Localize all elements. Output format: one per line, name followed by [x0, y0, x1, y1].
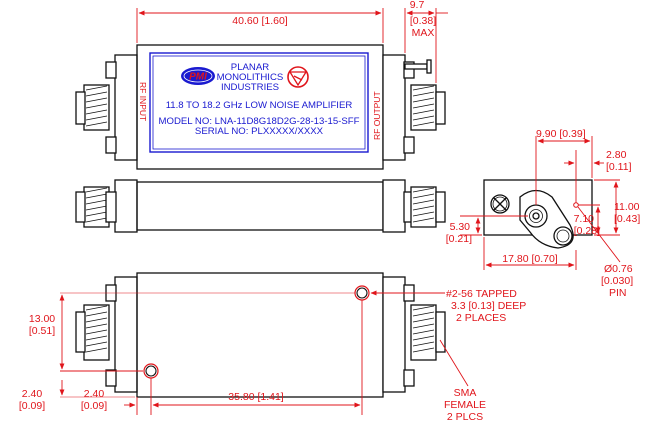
dim-end-width-connector: 9.90 [0.39] [536, 128, 586, 140]
hole-vertical-spacing-dimension: 13.00 [0.51] [29, 292, 355, 372]
svg-text:5.30: 5.30 [450, 221, 471, 233]
company-line-2: MONOLITHICS [217, 72, 284, 83]
esd-warning-icon [287, 66, 309, 88]
svg-text:2 PLACES: 2 PLACES [456, 312, 506, 324]
svg-text:[0.51]: [0.51] [29, 325, 55, 337]
serial-number: SERIAL NO: PLXXXXX/XXXX [195, 126, 324, 137]
svg-text:9.7: 9.7 [410, 0, 425, 11]
svg-text:[0.38]: [0.38] [410, 15, 436, 27]
dim-end-pin-offset-2: [0.11] [606, 161, 632, 173]
tapped-hole-note: #2-56 TAPPED 3.3 [0.13] DEEP 2 PLACES [370, 288, 526, 324]
dim-end-pin-offset-1: 2.80 [606, 149, 627, 161]
overall-length-dimension: 40.60 [1.60] [136, 8, 384, 43]
svg-text:[0.43]: [0.43] [614, 213, 640, 225]
svg-text:17.80 [0.70]: 17.80 [0.70] [502, 253, 558, 265]
end-view-screw [490, 194, 510, 214]
svg-text:#2-56 TAPPED: #2-56 TAPPED [446, 288, 517, 300]
tapped-hole-lower [143, 363, 159, 379]
svg-text:2.40: 2.40 [84, 388, 105, 400]
svg-text:[0.09]: [0.09] [81, 400, 107, 412]
model-number: MODEL NO: LNA-11D8G18D2G-28-13-15-SFF [159, 116, 360, 127]
svg-text:2 PLCS: 2 PLCS [447, 411, 483, 423]
svg-text:35.80 [1.41]: 35.80 [1.41] [228, 391, 284, 403]
tapped-hole-upper [354, 285, 370, 301]
svg-text:13.00: 13.00 [29, 313, 55, 325]
company-line-3: INDUSTRIES [221, 82, 279, 93]
top-view: PMI PLANAR MONOLITHICS INDUSTRIES 11.8 T… [75, 0, 448, 170]
product-description: 11.8 TO 18.2 GHz LOW NOISE AMPLIFIER [166, 100, 353, 111]
company-line-1: PLANAR [231, 62, 269, 73]
product-label: PMI PLANAR MONOLITHICS INDUSTRIES 11.8 T… [138, 52, 382, 153]
pmi-logo: PMI [181, 67, 215, 85]
svg-text:Ø0.76: Ø0.76 [604, 263, 633, 275]
svg-text:PMI: PMI [189, 72, 207, 83]
top-right-sma-connector [382, 54, 446, 161]
sma-connector-note: SMA FEMALE 2 PLCS [439, 339, 486, 423]
bottom-view-body [136, 272, 384, 398]
svg-text:11.00: 11.00 [614, 201, 640, 213]
svg-text:FEMALE: FEMALE [444, 399, 486, 411]
svg-text:2.40: 2.40 [22, 388, 43, 400]
svg-text:PIN: PIN [609, 287, 627, 299]
svg-text:[0.21]: [0.21] [446, 233, 472, 245]
connector-max-dimension: 9.7 [0.38] MAX [404, 0, 448, 83]
hole-edge-distance-dimensions: 2.40 [0.09] 2.40 [0.09] 35.80 [1.41] [19, 300, 363, 415]
svg-text:40.60 [1.60]: 40.60 [1.60] [232, 15, 288, 27]
svg-text:[0.030]: [0.030] [601, 275, 633, 287]
svg-text:[0.09]: [0.09] [19, 400, 45, 412]
rf-input-label: RF INPUT [138, 82, 148, 121]
top-left-sma-connector [75, 54, 138, 161]
bottom-view: #2-56 TAPPED 3.3 [0.13] DEEP 2 PLACES 13… [19, 272, 526, 423]
end-view: 9.90 [0.39] 2.80 [0.11] 11.00 [0.43] 7.1… [446, 128, 641, 299]
svg-text:MAX: MAX [412, 27, 435, 39]
svg-text:3.3 [0.13] DEEP: 3.3 [0.13] DEEP [451, 300, 526, 312]
rf-output-label: RF OUTPUT [372, 91, 382, 140]
svg-text:SMA: SMA [454, 387, 477, 399]
side-view [75, 179, 446, 233]
